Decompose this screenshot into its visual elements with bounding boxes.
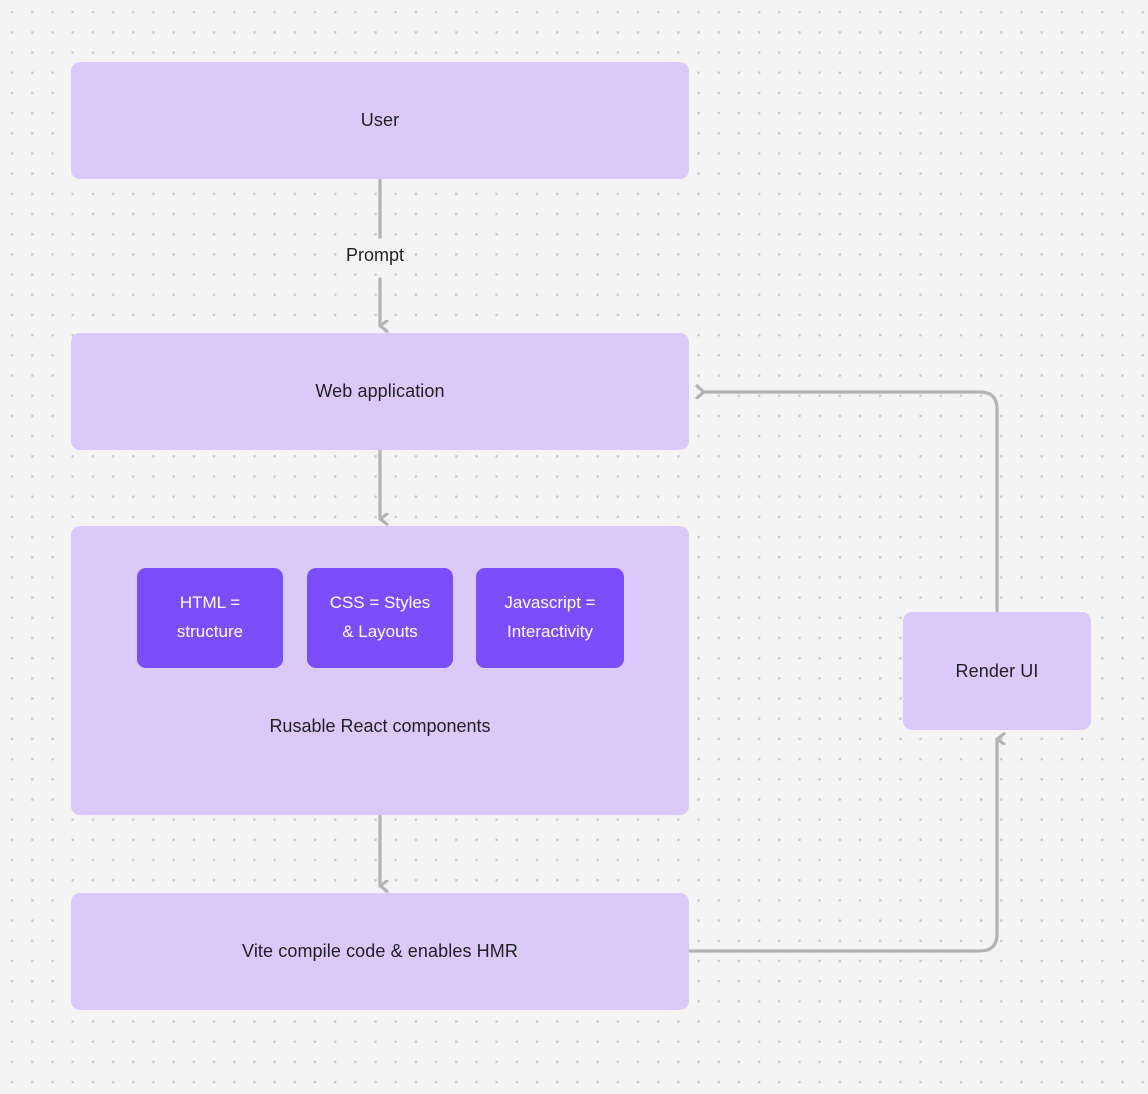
- node-web-application[interactable]: Web application: [71, 333, 689, 450]
- node-react-components[interactable]: HTML = structure CSS = Styles & Layouts …: [71, 526, 689, 815]
- chip-css[interactable]: CSS = Styles & Layouts: [307, 568, 453, 668]
- node-web-application-label: Web application: [315, 381, 445, 402]
- chip-css-label: CSS = Styles & Layouts: [329, 593, 431, 641]
- chip-html[interactable]: HTML = structure: [137, 568, 283, 668]
- node-vite[interactable]: Vite compile code & enables HMR: [71, 893, 689, 1010]
- node-user[interactable]: User: [71, 62, 689, 179]
- edge-vite-to-render: [688, 739, 997, 953]
- node-render-ui-label: Render UI: [955, 660, 1039, 681]
- node-user-label: User: [360, 110, 400, 131]
- edge-label-prompt: Prompt: [340, 244, 411, 267]
- chip-javascript[interactable]: Javascript = Interactivity: [476, 568, 624, 668]
- chip-html-label: HTML = structure: [176, 593, 244, 641]
- react-chip-row: HTML = structure CSS = Styles & Layouts …: [71, 568, 689, 668]
- node-vite-label: Vite compile code & enables HMR: [242, 941, 518, 962]
- chip-javascript-label: Javascript = Interactivity: [504, 593, 596, 641]
- node-render-ui[interactable]: Render UI: [903, 612, 1091, 730]
- edge-render-to-webapp: [704, 392, 999, 613]
- node-react-components-caption: Rusable React components: [269, 716, 491, 736]
